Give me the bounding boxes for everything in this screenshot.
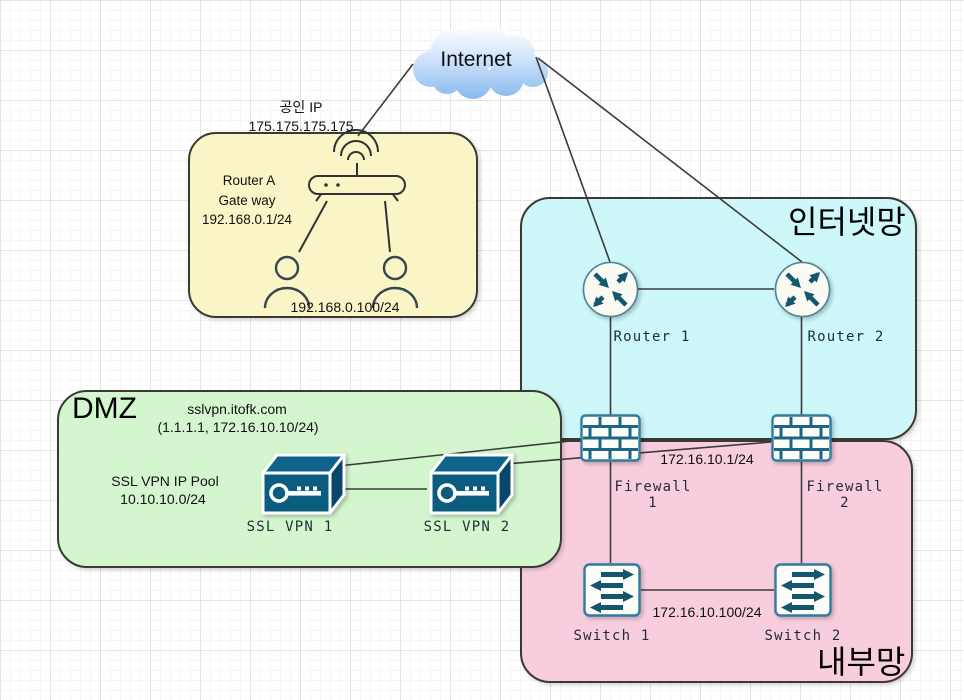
switch2-icon[interactable] [774, 563, 832, 617]
gateway-label: Gate way [218, 193, 276, 208]
internal-zone-title: 내부망 [817, 644, 906, 680]
public-ip-value: 175.175.175.175 [248, 118, 354, 134]
sslvpn2-label: SSL VPN 2 [423, 519, 511, 535]
internet-label: Internet [440, 48, 512, 71]
vpn-pool-cidr: 10.10.10.0/24 [120, 491, 206, 507]
sslvpn1-label: SSL VPN 1 [246, 519, 334, 535]
firewall2-name: Firewall [806, 479, 884, 495]
switch1-icon[interactable] [583, 563, 641, 617]
sslvpn2-icon[interactable] [427, 452, 515, 516]
switch1-label: Switch 1 [573, 628, 651, 644]
dmz-title: DMZ [72, 392, 137, 425]
router2-icon[interactable] [774, 261, 831, 318]
router-a-label: Router A [222, 173, 276, 188]
router1-icon[interactable] [582, 261, 639, 318]
home-network-box[interactable] [188, 132, 478, 318]
switch2-label: Switch 2 [764, 628, 842, 644]
switch-link-ip: 172.16.10.100/24 [652, 604, 762, 620]
public-ip-title: 공인 IP [279, 99, 323, 115]
firewall1-icon[interactable] [580, 414, 641, 462]
firewall1-num: 1 [648, 495, 658, 511]
host-ip: 192.168.0.100/24 [290, 299, 400, 315]
sslvpn1-icon[interactable] [259, 452, 347, 516]
dmz-host-ips: (1.1.1.1, 172.16.10.10/24) [157, 419, 319, 435]
router1-label: Router 1 [613, 329, 691, 345]
vpn-pool-title: SSL VPN IP Pool [111, 473, 219, 489]
firewall1-label: Firewall 1 [614, 479, 691, 511]
firewall2-icon[interactable] [771, 414, 832, 462]
key-glyph [437, 483, 489, 503]
internet-zone-title: 인터넷망 [788, 204, 906, 240]
firewall-link-ip: 172.16.10.1/24 [660, 451, 754, 467]
gateway-ip: 192.168.0.1/24 [201, 212, 293, 227]
internet-cloud-icon[interactable] [402, 22, 554, 100]
firewall1-name: Firewall [614, 479, 692, 495]
internal-zone-box[interactable] [520, 440, 913, 683]
firewall2-label: Firewall 2 [806, 479, 883, 511]
key-glyph [269, 483, 321, 503]
firewall2-num: 2 [840, 495, 850, 511]
dmz-hostname: sslvpn.itofk.com [187, 401, 287, 417]
router2-label: Router 2 [807, 329, 885, 345]
